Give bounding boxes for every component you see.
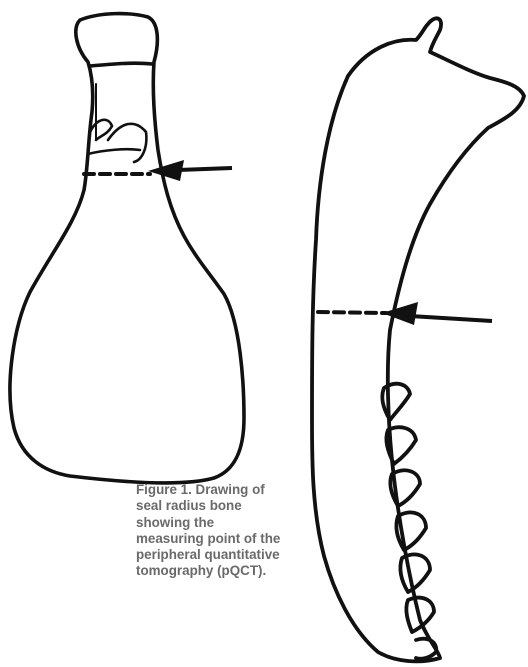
caption-line: seal radius bone	[136, 498, 286, 514]
jaw-bone-drawing	[312, 18, 524, 661]
figure-caption: Figure 1. Drawing of seal radius bone sh…	[136, 482, 286, 580]
jaw-outline	[312, 18, 524, 661]
radius-line	[88, 149, 140, 154]
radius-bone-drawing	[10, 14, 244, 483]
tooth-line	[416, 639, 436, 659]
caption-line: Figure 1. Drawing of	[136, 482, 286, 498]
caption-line: tomography (pQCT).	[136, 563, 286, 579]
radius-line	[108, 124, 146, 162]
caption-line: measuring point of the	[136, 531, 286, 547]
radius-outline	[10, 14, 244, 483]
caption-line: showing the	[136, 515, 286, 531]
radius-line	[90, 63, 152, 66]
arrow-icon	[382, 302, 492, 325]
caption-line: peripheral quantitative	[136, 547, 286, 563]
measure-line	[318, 312, 386, 313]
